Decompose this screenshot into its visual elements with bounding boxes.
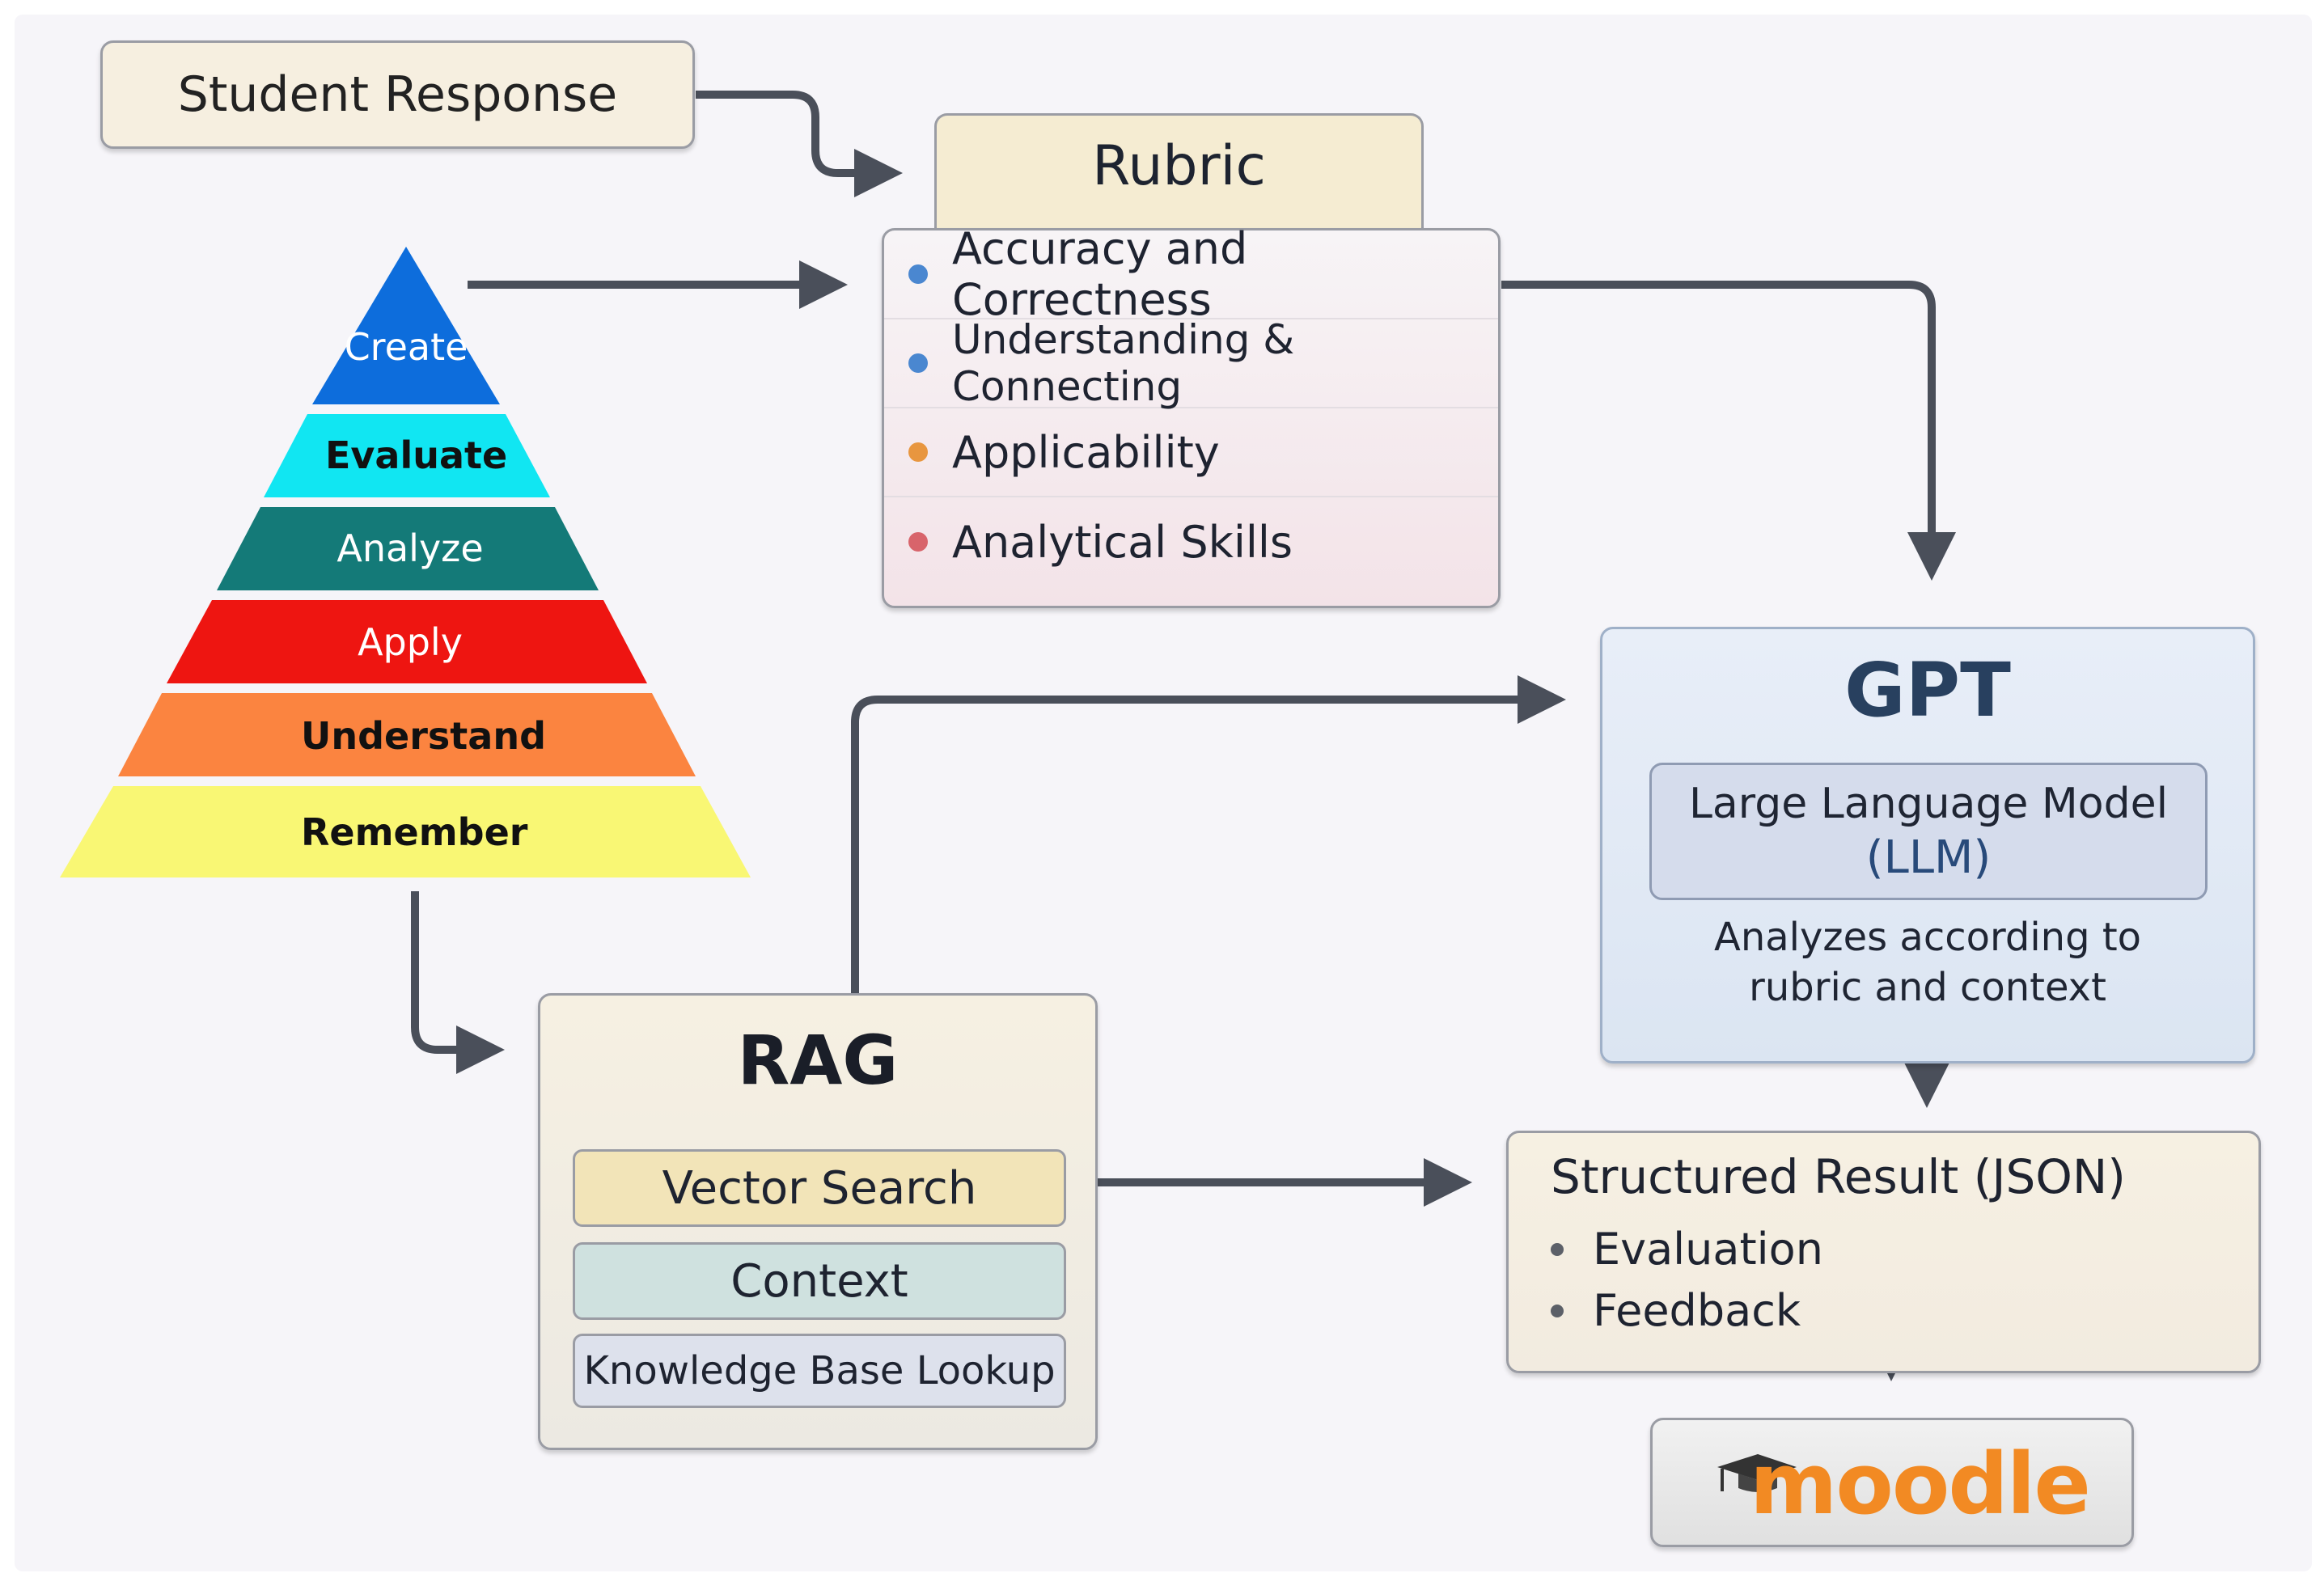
gpt-description-line: rubric and context: [1749, 965, 2106, 1010]
rubric-item: Accuracy and Correctness: [884, 223, 1498, 325]
gpt-description: Analyzes according to rubric and context: [1602, 912, 2253, 1013]
structured-result-title: Structured Result (JSON): [1551, 1149, 2126, 1204]
result-list-item: Feedback: [1551, 1285, 1801, 1336]
blooms-pyramid: [60, 247, 751, 877]
student-response-box: Student Response: [100, 40, 695, 149]
result-item-label: Feedback: [1593, 1285, 1801, 1336]
gpt-box: GPT Large Language Model (LLM) Analyzes …: [1600, 627, 2255, 1064]
llm-abbreviation: (LLM): [1865, 831, 1992, 884]
rag-title: RAG: [737, 1021, 899, 1100]
moodle-logo-text: moodle: [1750, 1435, 2091, 1533]
rubric-item: Understanding & Connecting: [884, 316, 1498, 410]
rag-context: Context: [573, 1242, 1066, 1320]
arrow-pyramid-to-rag: [411, 891, 506, 1074]
graduation-cap-icon: [1717, 1454, 1797, 1492]
rubric-item: Analytical Skills: [884, 497, 1498, 586]
result-list-item: Evaluation: [1551, 1224, 1823, 1275]
rubric-criteria-box: Accuracy and Correctness Understanding &…: [882, 223, 1501, 608]
bullet-dot-icon: [908, 353, 928, 373]
pyramid-level-understand: [118, 693, 696, 776]
pyramid-level-apply: [167, 600, 647, 683]
rubric-item-label: Analytical Skills: [952, 516, 1293, 568]
rubric-item-label: Accuracy and Correctness: [952, 223, 1248, 325]
llm-box: Large Language Model (LLM): [1649, 763, 2208, 900]
result-item-label: Evaluation: [1593, 1224, 1823, 1275]
pyramid-level-analyze: [217, 507, 599, 590]
rubric-item-label: Applicability: [952, 426, 1220, 478]
structured-result-box: Structured Result (JSON) Evaluation Feed…: [1506, 1131, 2261, 1373]
pyramid-label-remember: Remember: [301, 810, 528, 854]
rubric-item: Applicability: [884, 408, 1498, 497]
rubric-item-label: Understanding & Connecting: [952, 316, 1295, 410]
rubric-header-tab: [934, 113, 1424, 247]
rag-knowledge-base-lookup: Knowledge Base Lookup: [573, 1334, 1066, 1408]
pyramid-label-evaluate: Evaluate: [325, 433, 508, 477]
rag-vector-search: Vector Search: [573, 1149, 1066, 1227]
pyramid-level-evaluate: [264, 414, 550, 497]
bullet-dot-icon: [1551, 1304, 1564, 1317]
bullet-dot-icon: [908, 264, 928, 284]
arrow-rubric-to-gpt: [1501, 281, 1956, 581]
rubric-title: Rubric: [1092, 133, 1266, 198]
pyramid-label-create: Create: [344, 325, 468, 369]
gpt-description-line: Analyzes according to: [1714, 915, 2141, 960]
bullet-dot-icon: [908, 532, 928, 552]
pyramid-level-create: [312, 247, 500, 404]
pyramid-label-apply: Apply: [358, 620, 463, 664]
pyramid-label-understand: Understand: [301, 714, 546, 758]
arrow-rag-to-gpt: [851, 675, 1567, 993]
rag-box: RAG Vector Search Context Knowledge Base…: [538, 993, 1098, 1450]
gpt-title: GPT: [1844, 646, 2011, 734]
arrow-student-to-rubric: [696, 91, 904, 197]
moodle-box: moodle: [1650, 1418, 2134, 1547]
bullet-dot-icon: [908, 442, 928, 462]
pyramid-label-analyze: Analyze: [337, 526, 484, 570]
pyramid-level-remember: [60, 786, 751, 877]
bullet-dot-icon: [1551, 1242, 1564, 1256]
student-response-label: Student Response: [177, 66, 618, 123]
llm-label: Large Language Model: [1688, 779, 2169, 828]
